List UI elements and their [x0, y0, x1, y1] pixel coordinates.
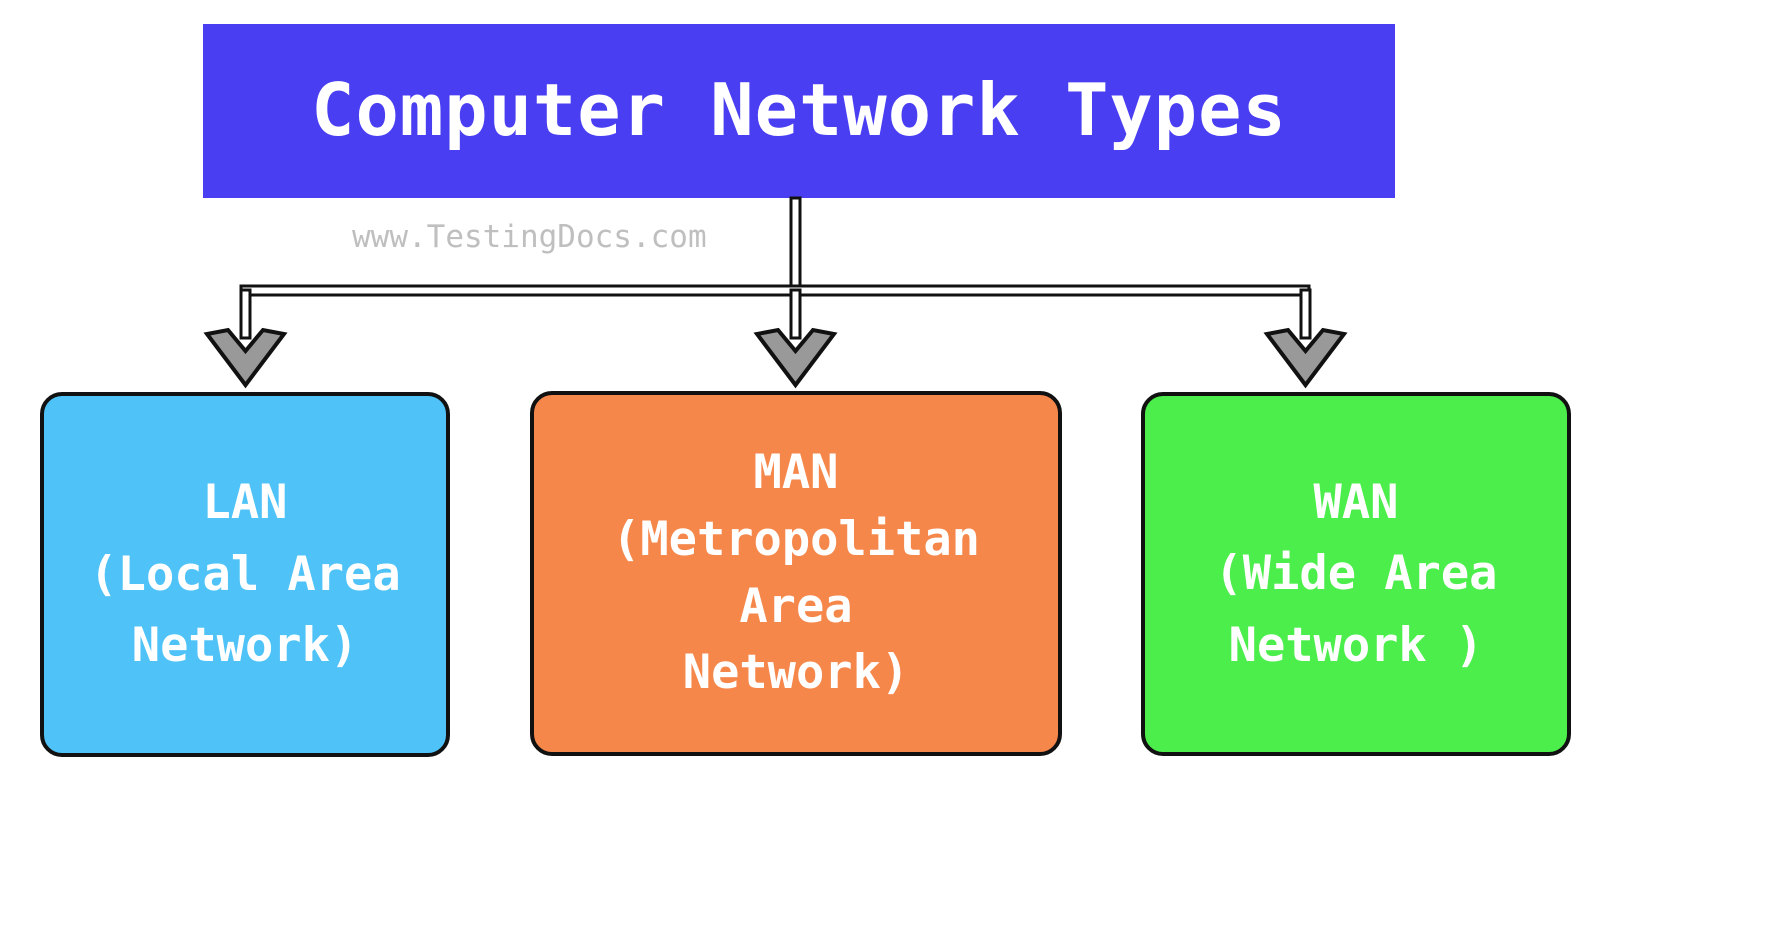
- node-lan[interactable]: LAN (Local Area Network): [40, 392, 450, 757]
- arrowheads: [203, 327, 1348, 389]
- arrow-down-icon-lan: [203, 327, 288, 389]
- node-wan-label: WAN (Wide Area Network ): [1214, 474, 1498, 673]
- root-node-computer-network-types[interactable]: Computer Network Types: [203, 24, 1395, 198]
- node-lan-label: LAN (Local Area Network): [89, 475, 401, 674]
- node-man-label: MAN (Metropolitan Area Network): [612, 445, 980, 701]
- node-man[interactable]: MAN (Metropolitan Area Network): [530, 391, 1062, 756]
- arrow-down-icon-man: [753, 327, 838, 389]
- watermark-text: www.TestingDocs.com: [352, 219, 707, 255]
- node-wan[interactable]: WAN (Wide Area Network ): [1141, 392, 1571, 756]
- arrow-down-icon-wan: [1263, 327, 1348, 389]
- root-node-label: Computer Network Types: [311, 68, 1287, 153]
